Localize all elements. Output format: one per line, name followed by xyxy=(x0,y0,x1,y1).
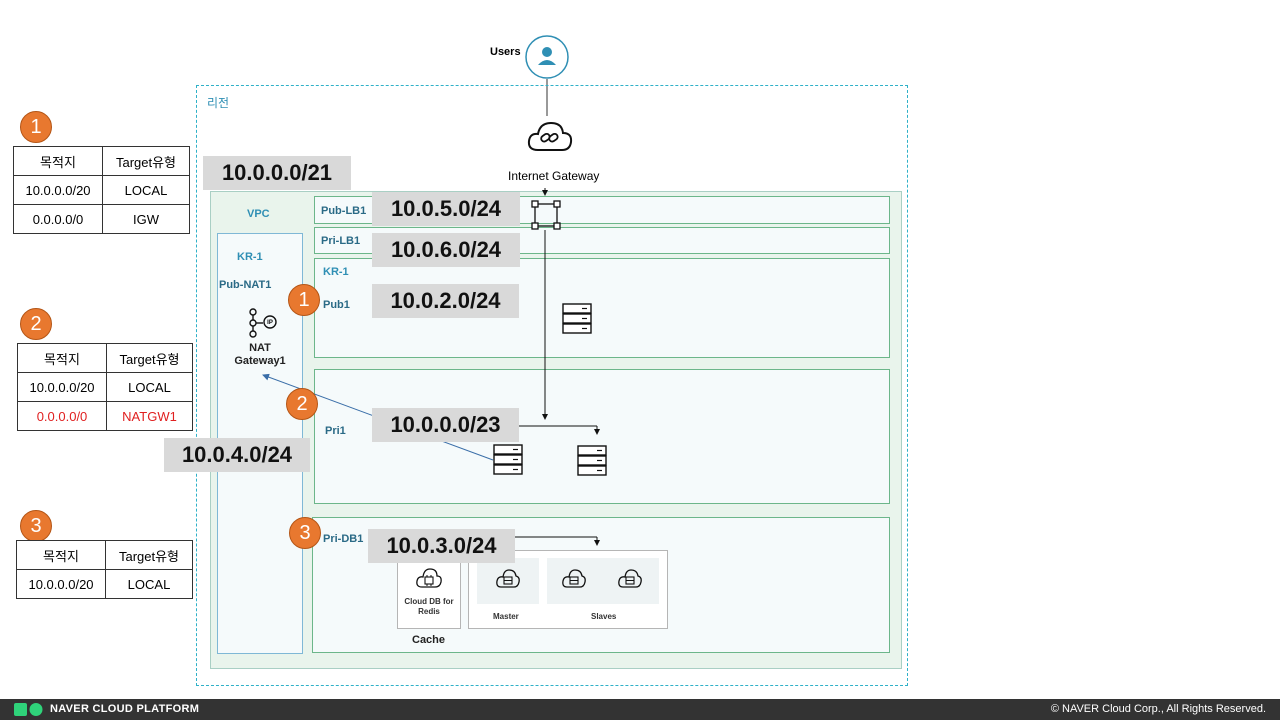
footer-brand: NAVER CLOUD PLATFORM xyxy=(50,703,200,715)
server-icon xyxy=(493,444,523,475)
db-node-icon xyxy=(496,569,520,588)
master-label: Master xyxy=(493,612,519,621)
destination-cell: 0.0.0.0/0 xyxy=(17,401,107,431)
naver-cloud-logo-icon xyxy=(14,703,43,716)
kr1-label: KR-1 xyxy=(237,251,263,263)
kr1-inner-label: KR-1 xyxy=(323,266,349,278)
table-row: 0.0.0.0/0 IGW xyxy=(13,204,190,234)
cloud-db-icon xyxy=(416,568,442,588)
cache-label: Cache xyxy=(412,634,446,646)
table-row: 10.0.0.0/20 LOCAL xyxy=(16,569,193,599)
region-label: 리전 xyxy=(207,96,230,110)
pub-nat-label: Pub-NAT1 xyxy=(219,279,272,291)
destination-cell: 10.0.0.0/20 xyxy=(16,569,106,599)
pri-db-label: Pri-DB1 xyxy=(323,533,364,545)
destination-header: 목적지 xyxy=(13,146,103,176)
pri1-label: Pri1 xyxy=(325,425,346,437)
server-icon xyxy=(562,303,592,334)
pub1-label: Pub1 xyxy=(323,299,350,311)
svg-text:IP: IP xyxy=(267,320,273,326)
redis-service-box xyxy=(397,557,461,629)
db-node-icon xyxy=(562,569,586,588)
users-label: Users xyxy=(490,46,521,58)
pri-lb-label: Pri-LB1 xyxy=(321,235,361,247)
pub-lb-cidr-label: 10.0.5.0/24 xyxy=(372,192,520,226)
step-badge-1: 1 xyxy=(288,284,320,316)
vpc-cidr-label: 10.0.0.0/21 xyxy=(203,156,351,190)
destination-cell: 0.0.0.0/0 xyxy=(13,204,103,234)
pub-lb-label: Pub-LB1 xyxy=(321,205,367,217)
step-badge-3: 3 xyxy=(289,517,321,549)
table-row: 10.0.0.0/20 LOCAL xyxy=(13,175,190,205)
target-cell: LOCAL xyxy=(105,569,193,599)
route-table-3: 목적지 Target유형 10.0.0.0/20 LOCAL xyxy=(16,540,193,599)
load-balancer-icon xyxy=(531,200,561,230)
pub1-cidr-label: 10.0.2.0/24 xyxy=(372,284,519,318)
target-cell: LOCAL xyxy=(102,175,190,205)
db-node-icon xyxy=(618,569,642,588)
table-row: 0.0.0.0/0 NATGW1 xyxy=(17,401,193,431)
pri-lb-cidr-label: 10.0.6.0/24 xyxy=(372,233,520,267)
footer-copyright: © NAVER Cloud Corp., All Rights Reserved… xyxy=(1050,703,1266,715)
server-icon xyxy=(577,445,607,476)
step-badge-2: 2 xyxy=(286,388,318,420)
destination-header: 목적지 xyxy=(16,540,106,570)
target-cell: NATGW1 xyxy=(106,401,193,431)
cloud-db-label: Cloud DB for Redis xyxy=(404,597,454,616)
table-row: 10.0.0.0/20 LOCAL xyxy=(17,372,193,402)
destination-cell: 10.0.0.0/20 xyxy=(13,175,103,205)
slaves-panel xyxy=(547,558,659,604)
route-badge-2: 2 xyxy=(20,308,52,340)
nat-gateway-label: NAT Gateway1 xyxy=(234,342,286,367)
footer-bar: NAVER CLOUD PLATFORM © NAVER Cloud Corp.… xyxy=(0,699,1280,720)
user-icon xyxy=(525,35,569,79)
route-badge-3: 3 xyxy=(20,510,52,542)
target-type-header: Target유형 xyxy=(106,343,193,373)
region-boundary xyxy=(196,85,908,686)
pri1-cidr-label: 10.0.0.0/23 xyxy=(372,408,519,442)
target-type-header: Target유형 xyxy=(102,146,190,176)
target-cell: IGW xyxy=(102,204,190,234)
cloud-link-icon xyxy=(527,121,573,151)
route-table-1: 목적지 Target유형 10.0.0.0/20 LOCAL 0.0.0.0/0… xyxy=(13,146,190,234)
vpc-label: VPC xyxy=(247,208,270,220)
slaves-label: Slaves xyxy=(591,612,617,621)
nat-gateway-icon: IP xyxy=(249,308,277,338)
destination-header: 목적지 xyxy=(17,343,107,373)
route-table-2: 목적지 Target유형 10.0.0.0/20 LOCAL 0.0.0.0/0… xyxy=(17,343,193,431)
nat-cidr-label: 10.0.4.0/24 xyxy=(164,438,310,472)
db-cidr-label: 10.0.3.0/24 xyxy=(368,529,515,563)
target-type-header: Target유형 xyxy=(105,540,193,570)
route-badge-1: 1 xyxy=(20,111,52,143)
internet-gateway-label: Internet Gateway xyxy=(508,169,600,183)
target-cell: LOCAL xyxy=(106,372,193,402)
destination-cell: 10.0.0.0/20 xyxy=(17,372,107,402)
